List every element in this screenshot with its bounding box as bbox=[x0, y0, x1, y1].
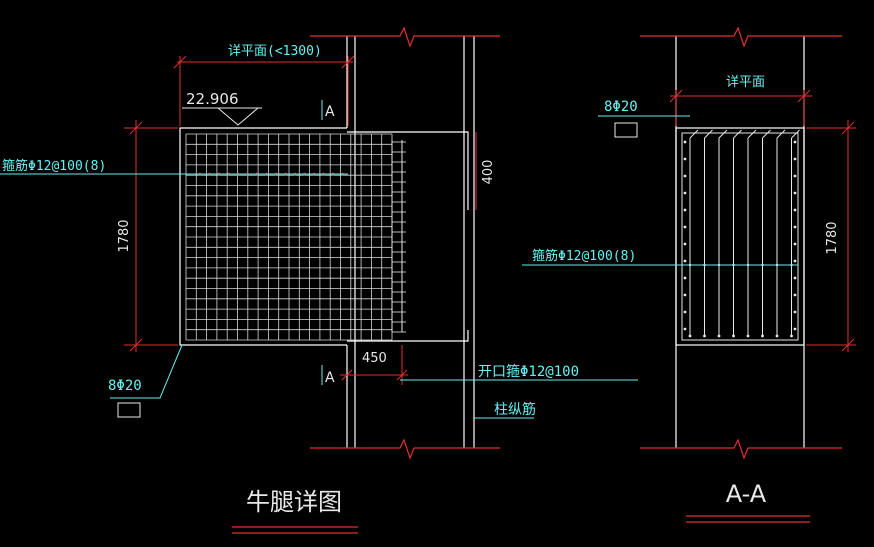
title-underline-right bbox=[686, 515, 810, 523]
section-stirrup-label: 箍筋Φ12@100(8) bbox=[532, 248, 636, 264]
section-dot bbox=[683, 157, 687, 161]
section-plan-ref-label: 详平面 bbox=[726, 75, 765, 90]
section-dot bbox=[683, 276, 687, 280]
section-marker-top: A bbox=[325, 104, 335, 120]
section-bar-hook bbox=[689, 129, 699, 139]
section-rebar-dots bbox=[683, 140, 797, 338]
section-dot bbox=[793, 208, 797, 212]
section-dot bbox=[793, 157, 797, 161]
section-top-bar-label: 8Φ20 bbox=[604, 99, 638, 115]
elevation-marker bbox=[182, 107, 262, 126]
corbel-outline bbox=[179, 127, 469, 346]
section-dot bbox=[688, 334, 692, 338]
plan-ref-label: 详平面(<1300) bbox=[228, 44, 322, 59]
section-dot bbox=[683, 310, 687, 314]
section-dot bbox=[793, 259, 797, 263]
column-outline bbox=[346, 36, 475, 448]
section-dot bbox=[703, 334, 706, 338]
section-dot bbox=[793, 327, 797, 331]
section-dot bbox=[793, 293, 797, 297]
section-dot bbox=[775, 334, 779, 338]
section-dot bbox=[793, 140, 797, 144]
section-dot bbox=[683, 242, 687, 246]
break-lines-right bbox=[640, 26, 842, 460]
break-lines-left bbox=[310, 26, 500, 460]
section-title: A-A bbox=[726, 480, 767, 508]
leader-lines-right bbox=[522, 115, 798, 266]
section-dot bbox=[683, 327, 687, 331]
opening-stirrup-label: 开口箍Φ12@100 bbox=[478, 363, 579, 380]
section-dot bbox=[683, 174, 687, 178]
section-dot bbox=[793, 225, 797, 229]
title-underline-left bbox=[232, 526, 358, 534]
section-bar-hook bbox=[762, 129, 771, 139]
column-bar-label: 柱纵筋 bbox=[494, 401, 536, 418]
section-bar-hook bbox=[776, 129, 786, 139]
column-rebar bbox=[391, 140, 403, 332]
section-stirrup-outer bbox=[681, 132, 799, 341]
section-bar-hook bbox=[791, 129, 800, 139]
section-rebar-lines bbox=[682, 129, 800, 336]
stirrup-label: 箍筋Φ12@100(8) bbox=[2, 158, 106, 174]
elevation-label: 22.906 bbox=[186, 90, 239, 108]
leader-lines-left bbox=[0, 100, 638, 419]
section-dot bbox=[746, 334, 750, 338]
section-dot bbox=[793, 276, 797, 280]
section-dot bbox=[683, 259, 687, 263]
section-dot bbox=[790, 334, 793, 338]
section-dot bbox=[683, 225, 687, 229]
section-dot bbox=[683, 293, 687, 297]
depth-dim-label: 400 bbox=[481, 160, 496, 185]
section-bar-hook bbox=[704, 129, 713, 139]
corbel-rebar-grid bbox=[185, 133, 393, 341]
section-dot bbox=[761, 334, 764, 338]
section-bar-hook bbox=[733, 129, 742, 139]
section-dot bbox=[717, 334, 721, 338]
section-column-outline bbox=[675, 36, 805, 448]
height-dim-label: 1780 bbox=[117, 219, 132, 252]
section-dot bbox=[683, 140, 687, 144]
bar-symbol-box-right bbox=[614, 122, 638, 138]
section-dot bbox=[732, 334, 735, 338]
section-bar-hook bbox=[718, 129, 728, 139]
section-dot bbox=[683, 191, 687, 195]
section-dot bbox=[793, 191, 797, 195]
bottom-bar-label: 8Φ20 bbox=[108, 378, 142, 394]
left-view-title: 牛腿详图 bbox=[246, 488, 342, 516]
section-dot bbox=[793, 174, 797, 178]
section-height-dim-label: 1780 bbox=[825, 221, 840, 254]
bar-symbol-box-left bbox=[117, 402, 141, 418]
section-dot bbox=[793, 310, 797, 314]
section-dot bbox=[793, 242, 797, 246]
dimension-lines-right bbox=[669, 89, 856, 352]
section-marker-bottom: A bbox=[325, 370, 335, 386]
section-dot bbox=[683, 208, 687, 212]
column-rebar-ticks bbox=[392, 141, 406, 333]
dimension-lines-left bbox=[124, 55, 477, 385]
section-bar-hook bbox=[747, 129, 757, 139]
offset-dim-label: 450 bbox=[362, 351, 387, 366]
